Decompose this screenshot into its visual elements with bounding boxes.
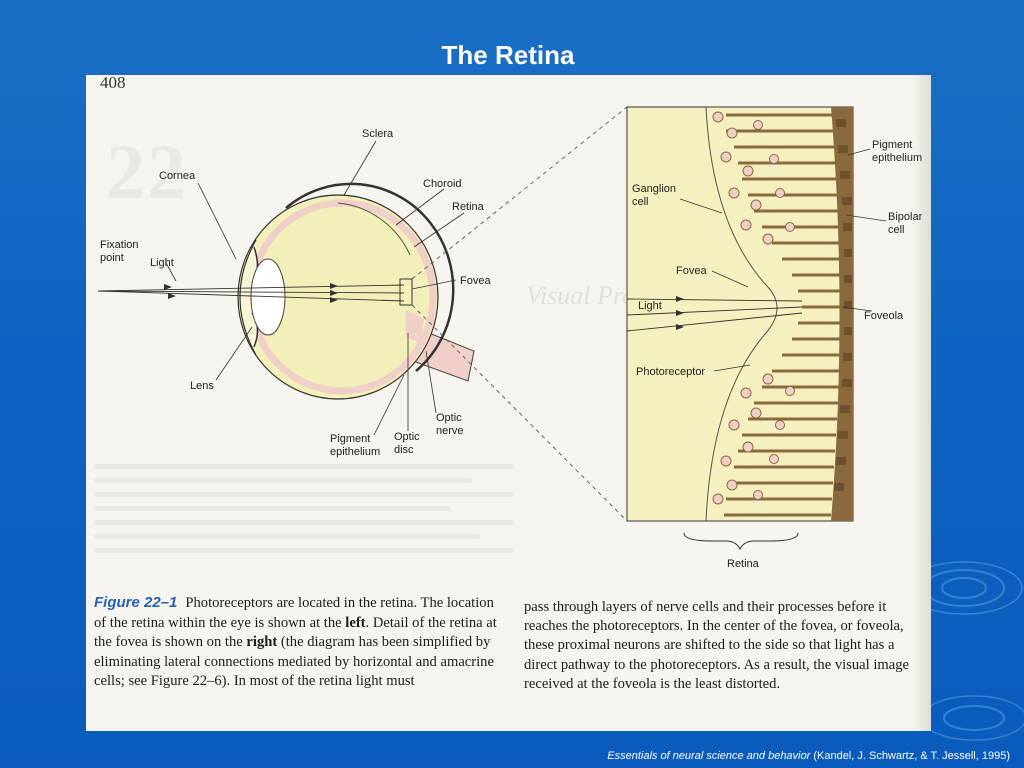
zoom-dashed-lines <box>411 106 628 522</box>
label-fovea-right: Fovea <box>676 265 707 277</box>
label-retina-left: Retina <box>452 201 485 213</box>
caption-text-2: . Detail of the retina at the fovea is s… <box>94 614 497 651</box>
retina-figure: Sclera Cornea Choroid Retina Fixation po… <box>97 106 923 570</box>
label-lens: Lens <box>190 380 214 392</box>
page-binding-shadow <box>913 75 931 731</box>
eye-cross-section <box>97 182 475 400</box>
light-rays-right <box>626 298 803 332</box>
label-pigment-epithelium-left-2: epithelium <box>330 446 380 458</box>
label-optic-nerve-2: nerve <box>436 425 464 437</box>
caption-text-3: (the diagram has been simplified by elim… <box>94 634 494 689</box>
neuron-cell-bodies <box>712 111 795 505</box>
caption-bold-right: right <box>246 634 278 650</box>
label-cornea: Cornea <box>159 170 196 182</box>
retina-detail <box>626 106 854 522</box>
page-number: 408 <box>100 75 126 92</box>
label-retina-right: Retina <box>727 558 760 570</box>
label-pigment-epithelium-left: Pigment <box>330 433 370 445</box>
label-ganglion-cell: Ganglion <box>632 183 676 195</box>
slide-title: The Retina <box>441 40 575 70</box>
label-optic-disc: Optic <box>394 431 420 443</box>
label-foveola: Foveola <box>864 310 904 322</box>
label-fovea-left: Fovea <box>460 275 491 287</box>
label-pigment-epithelium-right: Pigment <box>872 139 912 151</box>
label-fixation-point-2: point <box>100 252 124 264</box>
retina-brace <box>683 532 799 551</box>
label-optic-nerve: Optic <box>436 412 462 424</box>
label-bipolar-cell: Bipolar <box>888 211 923 223</box>
label-photoreceptor: Photoreceptor <box>636 366 705 378</box>
caption-bold-left: left <box>345 614 366 631</box>
label-optic-disc-2: disc <box>394 444 414 456</box>
figure-label: Figure 22–1 <box>94 594 178 611</box>
label-light-right: Light <box>638 300 662 312</box>
label-pigment-epithelium-right-2: epithelium <box>872 152 922 164</box>
label-bipolar-cell-2: cell <box>888 224 905 236</box>
citation-authors: (Kandel, J. Schwartz, & T. Jessell, 1995… <box>810 750 1010 762</box>
label-choroid: Choroid <box>423 178 462 190</box>
figure-caption-right: pass through layers of nerve cells and t… <box>524 599 910 692</box>
label-sclera: Sclera <box>362 128 394 140</box>
caption-text-1: Photoreceptors are located in the retina… <box>94 595 494 631</box>
bleed-through-text <box>94 455 514 565</box>
label-ganglion-cell-2: cell <box>632 196 649 208</box>
label-fixation-point: Fixation <box>100 239 139 251</box>
citation-book-title: Essentials of neural science and behavio… <box>607 750 811 762</box>
bleed-through-chapter-number: 22 <box>106 128 188 215</box>
source-citation: Essentials of neural science and behavio… <box>607 750 1010 762</box>
photoreceptor-array <box>724 113 841 517</box>
right-leader-lines <box>679 148 887 372</box>
left-leader-lines <box>165 140 465 436</box>
textbook-page-scan: 408 22 Visual Processing <box>86 75 931 731</box>
label-light-left: Light <box>150 257 174 269</box>
